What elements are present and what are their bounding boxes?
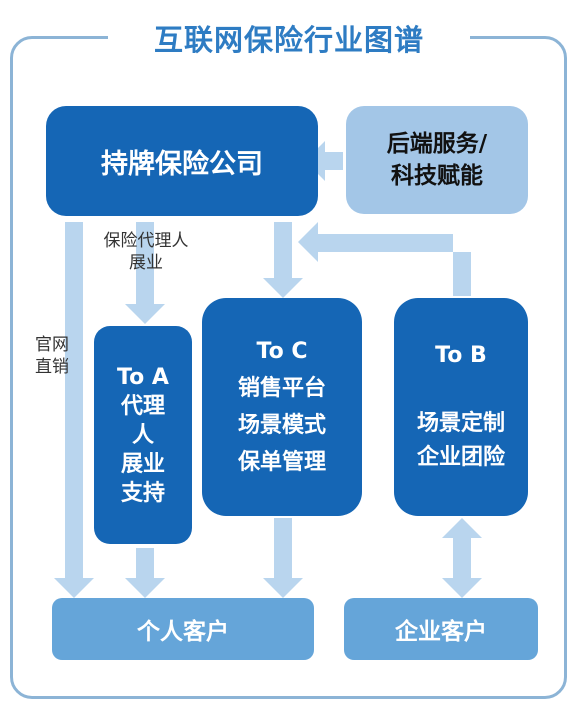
arrow-insurer-to-c bbox=[263, 222, 303, 298]
arrow-to-b-enterprise bbox=[442, 518, 482, 598]
to-a-line-4: 展业 bbox=[120, 451, 165, 477]
direct-label-line-1: 官网 bbox=[35, 335, 69, 355]
backend-node: 后端服务/ 科技赋能 bbox=[346, 106, 528, 214]
to-c-line-1: To C bbox=[256, 339, 308, 364]
to-c-line-2: 销售平台 bbox=[237, 376, 326, 401]
to-b-line-1: To B bbox=[435, 343, 487, 368]
to-c-line-4: 保单管理 bbox=[237, 450, 326, 475]
insurer-label: 持牌保险公司 bbox=[101, 148, 263, 180]
personal-customer-label: 个人客户 bbox=[137, 619, 229, 645]
to-a-line-3: 人 bbox=[131, 422, 154, 448]
to-b-node: To B 场景定制 企业团险 bbox=[394, 298, 528, 516]
enterprise-customer-node: 企业客户 bbox=[344, 598, 538, 660]
diagram-title: 互联网保险行业图谱 bbox=[108, 18, 470, 62]
to-c-line-3: 场景模式 bbox=[237, 413, 326, 438]
arrow-to-c-personal bbox=[263, 518, 303, 598]
agent-label: 保险代理人 展业 bbox=[84, 230, 208, 274]
direct-label-line-2: 直销 bbox=[35, 357, 69, 377]
personal-customer-node: 个人客户 bbox=[52, 598, 314, 660]
agent-label-line-2: 展业 bbox=[129, 253, 163, 273]
to-a-line-1: To A bbox=[117, 364, 169, 390]
direct-sales-label: 官网 直销 bbox=[28, 334, 76, 378]
backend-line-2: 科技赋能 bbox=[391, 163, 483, 189]
arrow-backend-to-insurer bbox=[305, 141, 343, 181]
insurer-node: 持牌保险公司 bbox=[46, 106, 318, 216]
arrow-direct-sales bbox=[54, 222, 94, 598]
to-b-line-3: 企业团险 bbox=[416, 445, 505, 470]
agent-label-line-1: 保险代理人 bbox=[103, 231, 189, 251]
enterprise-customer-label: 企业客户 bbox=[395, 619, 487, 645]
to-c-node: To C 销售平台 场景模式 保单管理 bbox=[202, 298, 362, 516]
to-a-line-2: 代理 bbox=[120, 393, 165, 419]
backend-line-1: 后端服务/ bbox=[386, 131, 488, 157]
arrow-to-b-feedback bbox=[298, 222, 471, 296]
to-a-node: To A 代理 人 展业 支持 bbox=[94, 326, 192, 544]
to-a-line-5: 支持 bbox=[120, 480, 165, 506]
arrow-to-a-personal bbox=[125, 548, 165, 598]
arrow-agent bbox=[125, 222, 165, 324]
to-b-line-2: 场景定制 bbox=[416, 411, 505, 436]
